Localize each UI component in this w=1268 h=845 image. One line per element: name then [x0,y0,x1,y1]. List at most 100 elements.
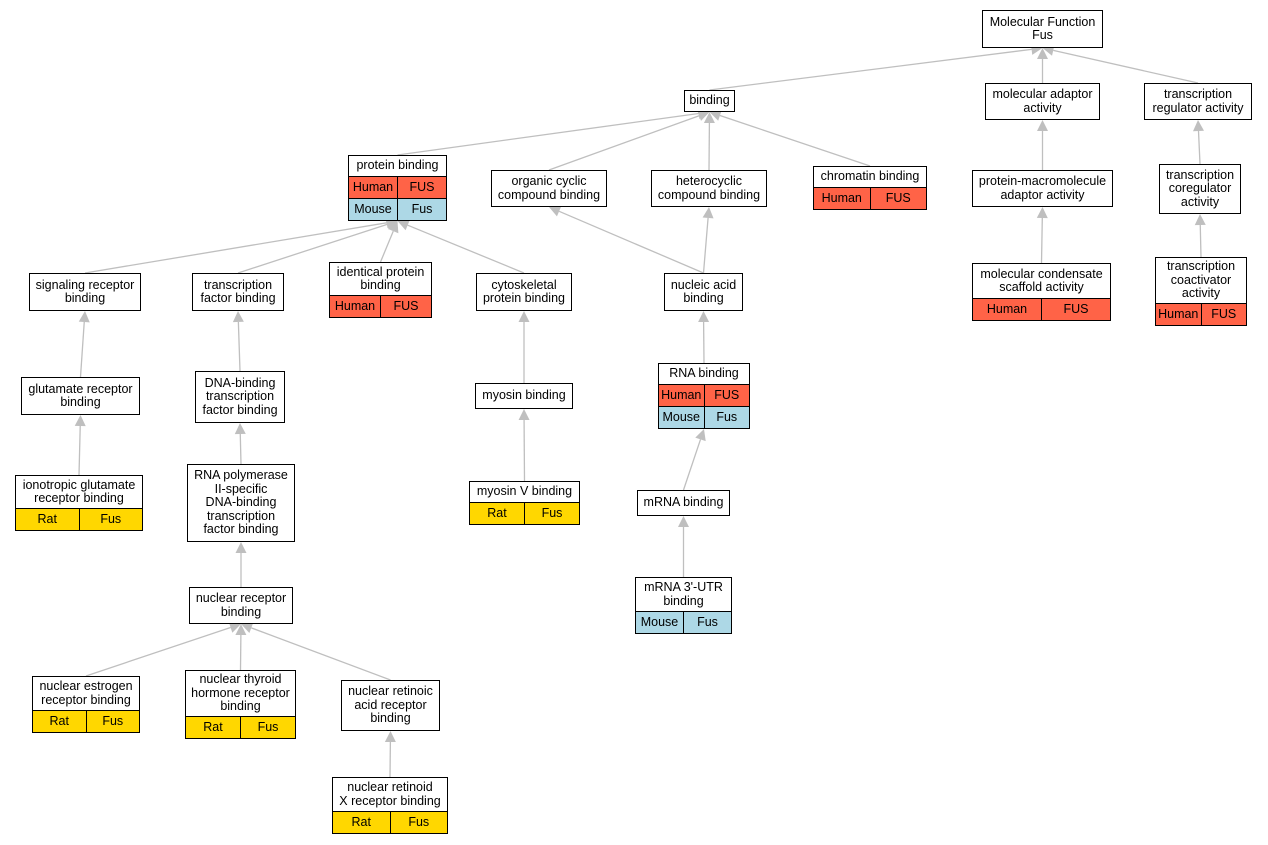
node-pm-adaptor[interactable]: protein-macromolecule adaptor activity [972,170,1113,207]
node-mrna[interactable]: mRNA binding [637,490,730,516]
edge-protein-binding-to-binding [397,112,699,156]
edge-glutamate-to-signaling [79,321,85,378]
edge-mrna-to-rna [682,439,702,491]
edge-tr-coact-to-tr-coreg [1199,224,1202,258]
edge-tf-binding-to-protein-binding [237,223,388,274]
gene-cell: Fus [389,812,447,833]
node-rnapol[interactable]: RNA polymerase II-specific DNA-binding t… [187,464,295,542]
node-label: nuclear estrogen receptor binding [39,679,133,707]
node-dna-tf[interactable]: DNA-binding transcription factor binding [195,371,285,423]
node-label: cytoskeletal protein binding [482,277,565,305]
edge-nucleic-to-heterocyclic [702,217,709,274]
arrowhead-mrna-to-rna [695,429,706,442]
arrowhead-retinoic-to-nuclear-rec [241,622,254,634]
node-label: nuclear thyroid hormone receptor binding [191,672,290,714]
node-nucleic[interactable]: nucleic acid binding [664,273,743,311]
arrowhead-tr-coact-to-tr-coreg [1194,214,1206,226]
edge-dna-tf-to-tf-binding [237,321,241,372]
arrowhead-retinoid-to-retinoic [384,731,396,743]
node-thyroid[interactable]: nuclear thyroid hormone receptor binding… [185,670,296,739]
edge-estrogen-to-nuclear-rec [85,626,231,677]
edge-identical-to-protein-binding [379,230,394,263]
edge-tr-coreg-to-tr-reg [1197,130,1201,165]
arrowhead-estrogen-to-nuclear-rec [228,622,241,633]
node-label: mRNA binding [643,495,724,510]
species-cell: Rat [16,509,79,530]
arrowhead-rnapol-to-dna-tf [234,423,246,435]
node-label: protein binding [356,158,439,173]
node-mf[interactable]: Molecular Function Fus [982,10,1103,48]
species-cell: Rat [333,812,390,833]
edge-signaling-to-protein-binding [84,222,387,274]
gene-cell: Fus [683,612,731,633]
edge-cytoskeletal-to-protein-binding [407,224,525,274]
arrowhead-tf-binding-to-protein-binding [385,219,398,230]
node-label: protein-macromolecule adaptor activity [978,174,1107,202]
node-label: binding [689,93,730,108]
node-label: transcription regulator activity [1152,87,1244,115]
node-label: nucleic acid binding [670,277,737,305]
arrowhead-rna-to-nucleic [698,311,710,323]
node-binding[interactable]: binding [684,90,735,112]
arrowhead-org-cyclic-to-binding [697,110,710,121]
node-label: DNA-binding transcription factor binding [202,375,278,417]
edge-condensate-to-pm-adaptor [1040,217,1043,264]
node-label: mRNA 3'-UTR binding [644,580,723,608]
edge-nucleic-to-org-cyclic [558,210,704,274]
edge-binding-to-mf [709,48,1032,91]
node-label: nuclear retinoid X receptor binding [339,780,441,808]
arrowhead-ionotropic-to-glutamate [74,415,86,427]
arrowhead-condensate-to-pm-adaptor [1036,207,1048,219]
node-label: transcription coactivator activity [1166,259,1236,301]
node-label: nuclear receptor binding [195,591,287,619]
node-label: myosin binding [482,388,566,403]
node-label: transcription factor binding [200,277,276,305]
arrowhead-glutamate-to-signaling [78,311,90,323]
node-mol-adaptor[interactable]: molecular adaptor activity [985,83,1100,120]
arrowhead-cytoskeletal-to-protein-binding [397,220,410,231]
gene-cell: FUS [869,188,926,209]
edge-chromatin-to-binding [719,114,871,167]
node-nuclear-rec[interactable]: nuclear receptor binding [189,587,293,624]
node-myosin[interactable]: myosin binding [475,383,573,409]
node-heterocyclic[interactable]: heterocyclic compound binding [651,170,767,207]
node-label: RNA polymerase II-specific DNA-binding t… [194,468,288,537]
arrowhead-myosin-to-cytoskeletal [518,311,530,322]
node-tf-binding[interactable]: transcription factor binding [192,273,284,311]
node-glutamate[interactable]: glutamate receptor binding [21,377,140,415]
node-tr-reg[interactable]: transcription regulator activity [1144,83,1252,120]
gene-cell: FUS [397,177,446,198]
species-cell: Human [973,299,1041,320]
node-retinoic[interactable]: nuclear retinoic acid receptor binding [341,680,440,731]
species-cell: Mouse [659,407,704,428]
node-label: heterocyclic compound binding [657,174,761,202]
node-signaling[interactable]: signaling receptor binding [29,273,141,311]
node-org-cyclic[interactable]: organic cyclic compound binding [491,170,607,207]
node-cytoskeletal[interactable]: cytoskeletal protein binding [476,273,572,311]
arrowhead-pm-adaptor-to-mol-adaptor [1037,120,1048,131]
arrowhead-dna-tf-to-tf-binding [232,311,244,323]
species-cell: Human [659,385,704,406]
node-tr-coreg[interactable]: transcription coregulator activity [1159,164,1241,214]
arrowhead-myosin-v-to-myosin [518,409,530,421]
arrowhead-heterocyclic-to-binding [703,112,715,124]
